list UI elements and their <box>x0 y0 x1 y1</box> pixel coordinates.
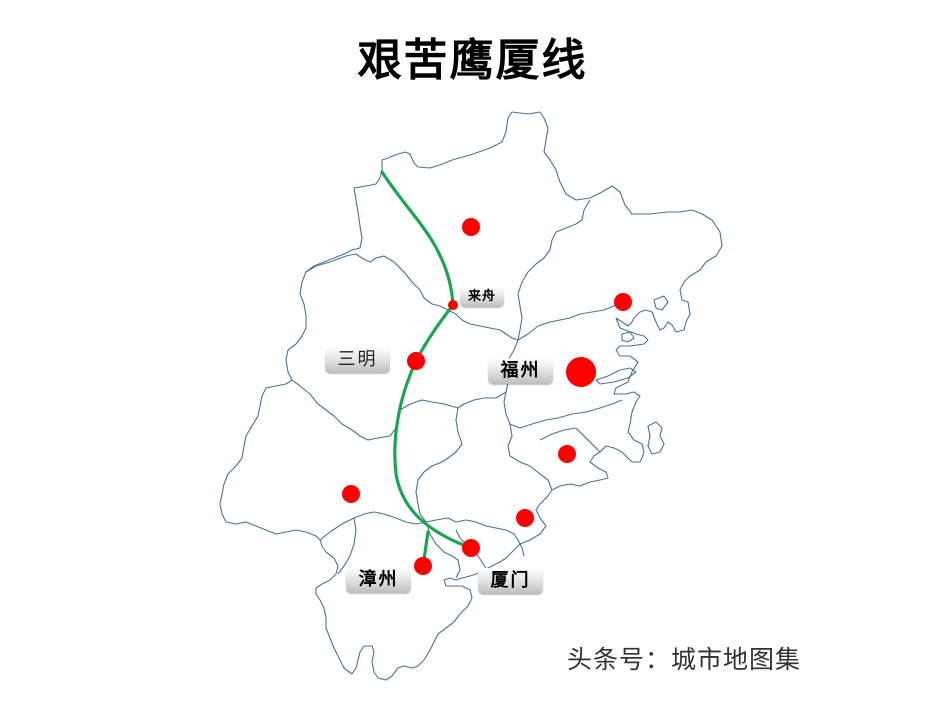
boundary-zhangzhou-xiamen <box>425 521 461 579</box>
boundary-putian-quanzhou <box>507 423 553 491</box>
boundary-zhangzhou-inner <box>337 517 357 575</box>
city-dot-longyan <box>342 485 360 503</box>
boundary-quanzhou-west <box>425 517 525 557</box>
city-dot-xiamen <box>462 539 480 557</box>
rail-line-yingxia <box>380 170 473 568</box>
boundary-nanping-sanming <box>305 253 519 341</box>
boundary-sanming-inner <box>399 399 459 411</box>
city-dot-putian <box>558 445 576 463</box>
label-zhangzhou: 漳州 <box>346 567 411 593</box>
label-laizhou: 来舟 <box>460 287 505 307</box>
island-1 <box>647 421 665 455</box>
city-dot-zhangzhou <box>414 557 432 575</box>
label-fuzhou: 福州 <box>488 358 553 384</box>
boundary-fuzhou-putian <box>503 391 623 429</box>
label-sanming: 三明 <box>325 347 390 373</box>
island-3 <box>653 295 669 311</box>
region-boundaries <box>219 111 723 681</box>
city-dot-sanming <box>407 352 425 370</box>
city-dot-ningde <box>614 293 632 311</box>
boundary-nanping-ningde <box>517 199 591 341</box>
boundary-longyan-zhangzhou <box>319 511 427 541</box>
province-outline <box>219 111 723 681</box>
boundary-sanming-longyan <box>291 379 401 441</box>
city-dots <box>342 218 632 575</box>
city-dot-nanping <box>462 218 480 236</box>
map-title: 艰苦鹰厦线 <box>357 35 588 86</box>
island-2 <box>621 331 635 343</box>
credit-text: 头条号：城市地图集 <box>567 645 802 674</box>
boundary-putian-coast <box>539 427 601 453</box>
coast-inlet-fuzhou <box>595 367 637 385</box>
boundary-quanzhou-sanming <box>415 407 463 523</box>
city-dot-quanzhou <box>516 509 534 527</box>
label-xiamen: 厦门 <box>478 568 543 594</box>
city-dot-fuzhou <box>566 357 596 387</box>
boundary-ningde-fuzhou <box>517 299 619 341</box>
rail-line-main <box>380 170 473 550</box>
city-dot-laizhou <box>448 300 458 310</box>
